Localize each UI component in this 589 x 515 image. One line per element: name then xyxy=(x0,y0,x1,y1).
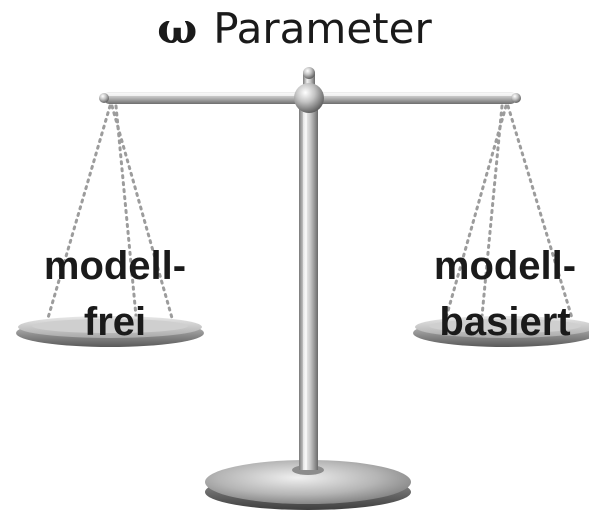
right-pan xyxy=(413,316,589,347)
page-title: ω Parameter xyxy=(0,4,589,53)
scale-pillar xyxy=(299,104,318,470)
left-pan-label-line1: modell- xyxy=(43,244,187,288)
left-pan-label: modell- frei xyxy=(30,238,200,350)
right-pan-label-line2: basiert xyxy=(439,300,571,344)
left-pan-label-line2: frei xyxy=(83,300,147,344)
title-text: Parameter xyxy=(213,4,432,53)
right-pan-chains xyxy=(444,104,574,320)
scale-beam xyxy=(99,92,521,104)
right-pan-label-line1: modell- xyxy=(433,244,577,288)
right-pan-label: modell- basiert xyxy=(420,238,589,350)
scale-pivot-knob xyxy=(294,83,324,113)
left-pan-chains xyxy=(46,104,174,320)
scale-base xyxy=(205,460,411,510)
left-pan xyxy=(16,316,204,347)
omega-symbol: ω xyxy=(157,4,198,53)
